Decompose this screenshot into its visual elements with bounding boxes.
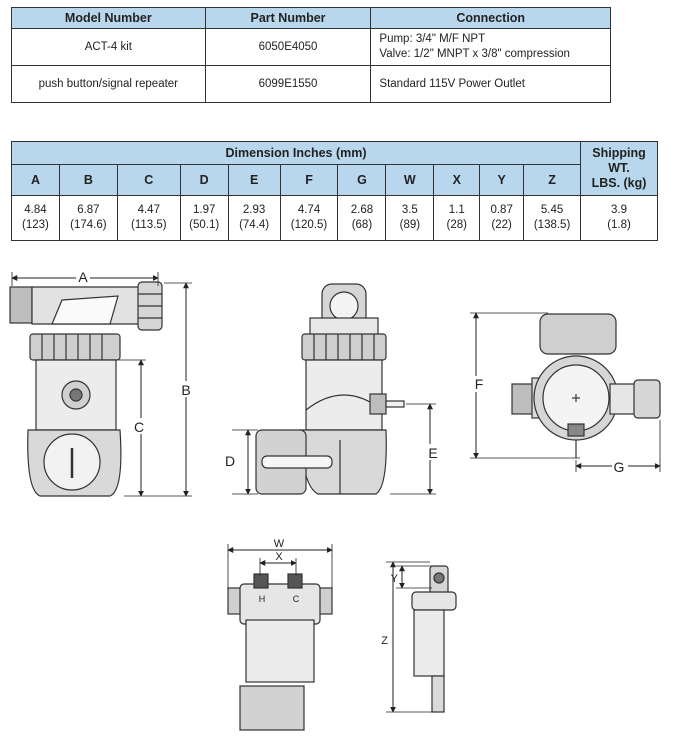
dimension-header-g: G bbox=[337, 164, 387, 196]
header-connection: Connection bbox=[370, 7, 611, 29]
dimension-mm: (28) bbox=[446, 219, 467, 231]
header-part-number: Part Number bbox=[204, 7, 372, 29]
dimension-inches: 4.47 bbox=[137, 204, 160, 216]
dim-label-f: F bbox=[475, 376, 484, 392]
dimension-mm: (68) bbox=[351, 219, 373, 231]
dim-label-a: A bbox=[78, 269, 88, 285]
dimension-mm: (120.5) bbox=[290, 219, 328, 231]
table-row: ACT-4 kit 6050E4050 Pump: 3/4" M/F NPT V… bbox=[11, 28, 611, 66]
dimension-header-d: D bbox=[179, 164, 229, 196]
dim-label-b: B bbox=[181, 382, 190, 398]
dimension-inches: 2.68 bbox=[350, 204, 374, 216]
model-cell: ACT-4 kit bbox=[11, 28, 206, 66]
dimension-value-f: 4.74 (120.5) bbox=[279, 195, 339, 241]
dimension-mm: (113.5) bbox=[130, 219, 167, 231]
dimension-value-g: 2.68 (68) bbox=[337, 195, 387, 241]
dimension-inches: 1.1 bbox=[448, 204, 465, 216]
dimension-inches: 6.87 bbox=[77, 204, 100, 216]
front-view-drawing bbox=[9, 281, 163, 497]
dimension-value-w: 3.5 (89) bbox=[385, 195, 435, 241]
dimension-header-e: E bbox=[227, 164, 281, 196]
dim-label-z: Z bbox=[381, 635, 388, 647]
model-cell: push button/signal repeater bbox=[11, 65, 206, 103]
dimension-value-b: 6.87 (174.6) bbox=[58, 195, 118, 241]
dimension-table: Dimension Inches (mm) Shipping WT. LBS. … bbox=[10, 141, 658, 241]
dimension-inches: 3.5 bbox=[401, 204, 418, 216]
hot-label: H bbox=[259, 594, 266, 604]
connection-line: Valve: 1/2" MNPT x 3/8" compression bbox=[379, 48, 570, 60]
shipping-header-line: LBS. (kg) bbox=[591, 176, 647, 190]
connection-cell: Standard 115V Power Outlet bbox=[370, 65, 611, 103]
dimension-mm: (174.6) bbox=[70, 219, 107, 231]
dimension-inches: 2.93 bbox=[242, 204, 266, 216]
dim-label-w: W bbox=[274, 538, 285, 550]
dimension-mm: (74.4) bbox=[239, 219, 270, 231]
parts-table: Model Number Part Number Connection ACT-… bbox=[11, 7, 611, 103]
cold-label: C bbox=[293, 594, 300, 604]
dim-label-e: E bbox=[428, 445, 437, 461]
dim-label-d: D bbox=[225, 453, 235, 469]
dimension-header-a: A bbox=[11, 164, 60, 196]
dimension-value-y: 0.87 (22) bbox=[479, 195, 525, 241]
shipping-header-line: Shipping bbox=[592, 146, 646, 160]
dimension-header-x: X bbox=[433, 164, 481, 196]
dimension-inches: 1.97 bbox=[193, 204, 216, 216]
dimension-mm: (22) bbox=[491, 219, 512, 231]
shipping-lbs: 3.9 bbox=[611, 204, 628, 216]
dim-label-g: G bbox=[614, 459, 625, 475]
dimension-header-b: B bbox=[58, 164, 118, 196]
table-row: push button/signal repeater 6099E1550 St… bbox=[11, 65, 611, 103]
connection-line: Pump: 3/4" M/F NPT bbox=[379, 33, 486, 45]
dimension-mm: (123) bbox=[22, 219, 49, 231]
dimension-mm: (89) bbox=[399, 219, 421, 231]
dimension-inches: 5.45 bbox=[540, 204, 564, 216]
connection-line: Standard 115V Power Outlet bbox=[379, 77, 525, 90]
connection-cell: Pump: 3/4" M/F NPT Valve: 1/2" MNPT x 3/… bbox=[370, 28, 611, 66]
dimension-inches: 0.87 bbox=[490, 204, 513, 216]
dimension-mm: (138.5) bbox=[533, 219, 571, 231]
top-view-drawing bbox=[511, 313, 661, 458]
dim-label-y: Y bbox=[391, 573, 399, 585]
dimension-value-d: 1.97 (50.1) bbox=[179, 195, 229, 241]
dimension-inches: 4.84 bbox=[24, 204, 47, 216]
dimension-group-header: Dimension Inches (mm) bbox=[10, 141, 582, 165]
dim-label-x: X bbox=[275, 551, 283, 563]
dimension-mm: (50.1) bbox=[189, 219, 220, 231]
dimension-value-z: 5.45 (138.5) bbox=[523, 195, 582, 241]
dimension-header-z: Z bbox=[523, 164, 582, 196]
header-model-number: Model Number bbox=[11, 7, 206, 29]
dimension-header-f: F bbox=[279, 164, 339, 196]
shipping-header-line: WT. bbox=[608, 161, 630, 175]
part-cell: 6050E4050 bbox=[204, 28, 372, 66]
dimension-value-e: 2.93 (74.4) bbox=[227, 195, 281, 241]
valve-side-drawing bbox=[411, 565, 457, 713]
dimension-value-c: 4.47 (113.5) bbox=[116, 195, 181, 241]
part-cell: 6099E1550 bbox=[204, 65, 372, 103]
valve-front-drawing bbox=[227, 573, 333, 731]
shipping-weight-cell: 3.9 (1.8) bbox=[580, 195, 658, 241]
dimension-header-y: Y bbox=[479, 164, 525, 196]
dimension-header-c: C bbox=[116, 164, 181, 196]
dim-label-c: C bbox=[134, 419, 144, 435]
dimension-value-x: 1.1 (28) bbox=[433, 195, 481, 241]
dimension-inches: 4.74 bbox=[297, 204, 321, 216]
shipping-kg: (1.8) bbox=[607, 219, 631, 231]
side-view-drawing bbox=[255, 283, 405, 495]
